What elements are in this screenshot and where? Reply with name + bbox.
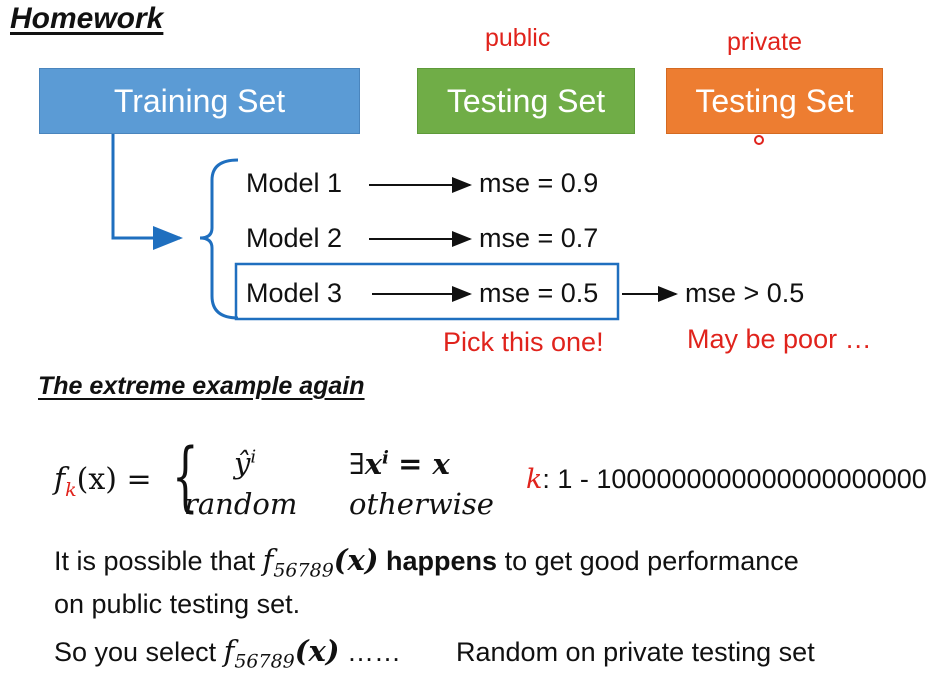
possible-line: It is possible that f56789(x) happens to… <box>54 543 799 581</box>
model-3-mse: mse = 0.5 <box>479 278 599 308</box>
model-3-name: Model 3 <box>246 278 343 308</box>
formula-yhat-sup: i <box>250 446 257 468</box>
homework-title: Homework <box>10 2 164 35</box>
formula-case1-value: ŷi <box>234 446 256 480</box>
model-2-name: Model 2 <box>246 223 343 253</box>
k-range-text: : 1 - 1000000000000000000000 <box>542 464 927 494</box>
select-line-arg: (x) <box>294 634 340 668</box>
formula-x-sup: i <box>382 447 389 469</box>
k-range: k: 1 - 1000000000000000000000 <box>526 464 927 495</box>
training-set-box: Training Set <box>39 68 360 134</box>
extreme-title: The extreme example again <box>38 372 365 400</box>
model-brace <box>199 158 239 320</box>
possible-line-pre: It is possible that <box>54 546 263 576</box>
poor-note: May be poor … <box>687 324 872 354</box>
formula-f: f <box>54 462 66 497</box>
public-set-line: on public testing set. <box>54 589 301 619</box>
public-testing-set-label: Testing Set <box>446 82 606 119</box>
possible-line-happens: happens <box>378 546 498 576</box>
model-1-mse: mse = 0.9 <box>479 168 599 198</box>
formula-case2-condition: otherwise <box>349 487 494 521</box>
pointer-dot <box>754 135 764 145</box>
select-line-f: f <box>223 634 235 668</box>
formula-x: x <box>364 447 383 481</box>
select-line-dots: …… <box>339 637 402 667</box>
formula-case2-value: random <box>184 487 298 521</box>
k-symbol: k <box>526 464 543 495</box>
model-2-mse: mse = 0.7 <box>479 223 599 253</box>
pick-note: Pick this one! <box>443 327 604 357</box>
model-1-name: Model 1 <box>246 168 343 198</box>
formula-eq-x: = x <box>398 447 450 481</box>
formula-args: (x) = <box>76 462 152 497</box>
training-set-label: Training Set <box>113 82 286 119</box>
formula-exists: ∃ <box>349 447 365 481</box>
select-line-sub: 56789 <box>234 650 295 673</box>
private-testing-set-box: Testing Set <box>666 68 883 134</box>
formula-k: k <box>65 479 77 501</box>
private-mse: mse > 0.5 <box>685 278 805 308</box>
possible-line-f: f <box>262 543 274 577</box>
public-testing-set-box: Testing Set <box>417 68 635 134</box>
model-3-highlight <box>234 262 620 321</box>
possible-line-arg: (x) <box>333 543 379 577</box>
formula-brace: { <box>172 431 199 520</box>
select-line: So you select f56789(x) …… <box>54 634 401 672</box>
random-private-line: Random on private testing set <box>456 637 815 667</box>
formula-lhs: fk(x) = <box>54 462 152 501</box>
select-line-pre: So you select <box>54 637 224 667</box>
public-label: public <box>485 24 551 52</box>
formula-yhat: ŷ <box>234 446 251 480</box>
formula-case1-condition: ∃xi = x <box>349 447 450 481</box>
possible-line-post: to get good performance <box>497 546 799 576</box>
private-label: private <box>727 28 803 56</box>
private-testing-set-label: Testing Set <box>695 82 854 119</box>
possible-line-sub: 56789 <box>273 559 334 582</box>
training-connector <box>111 134 183 250</box>
